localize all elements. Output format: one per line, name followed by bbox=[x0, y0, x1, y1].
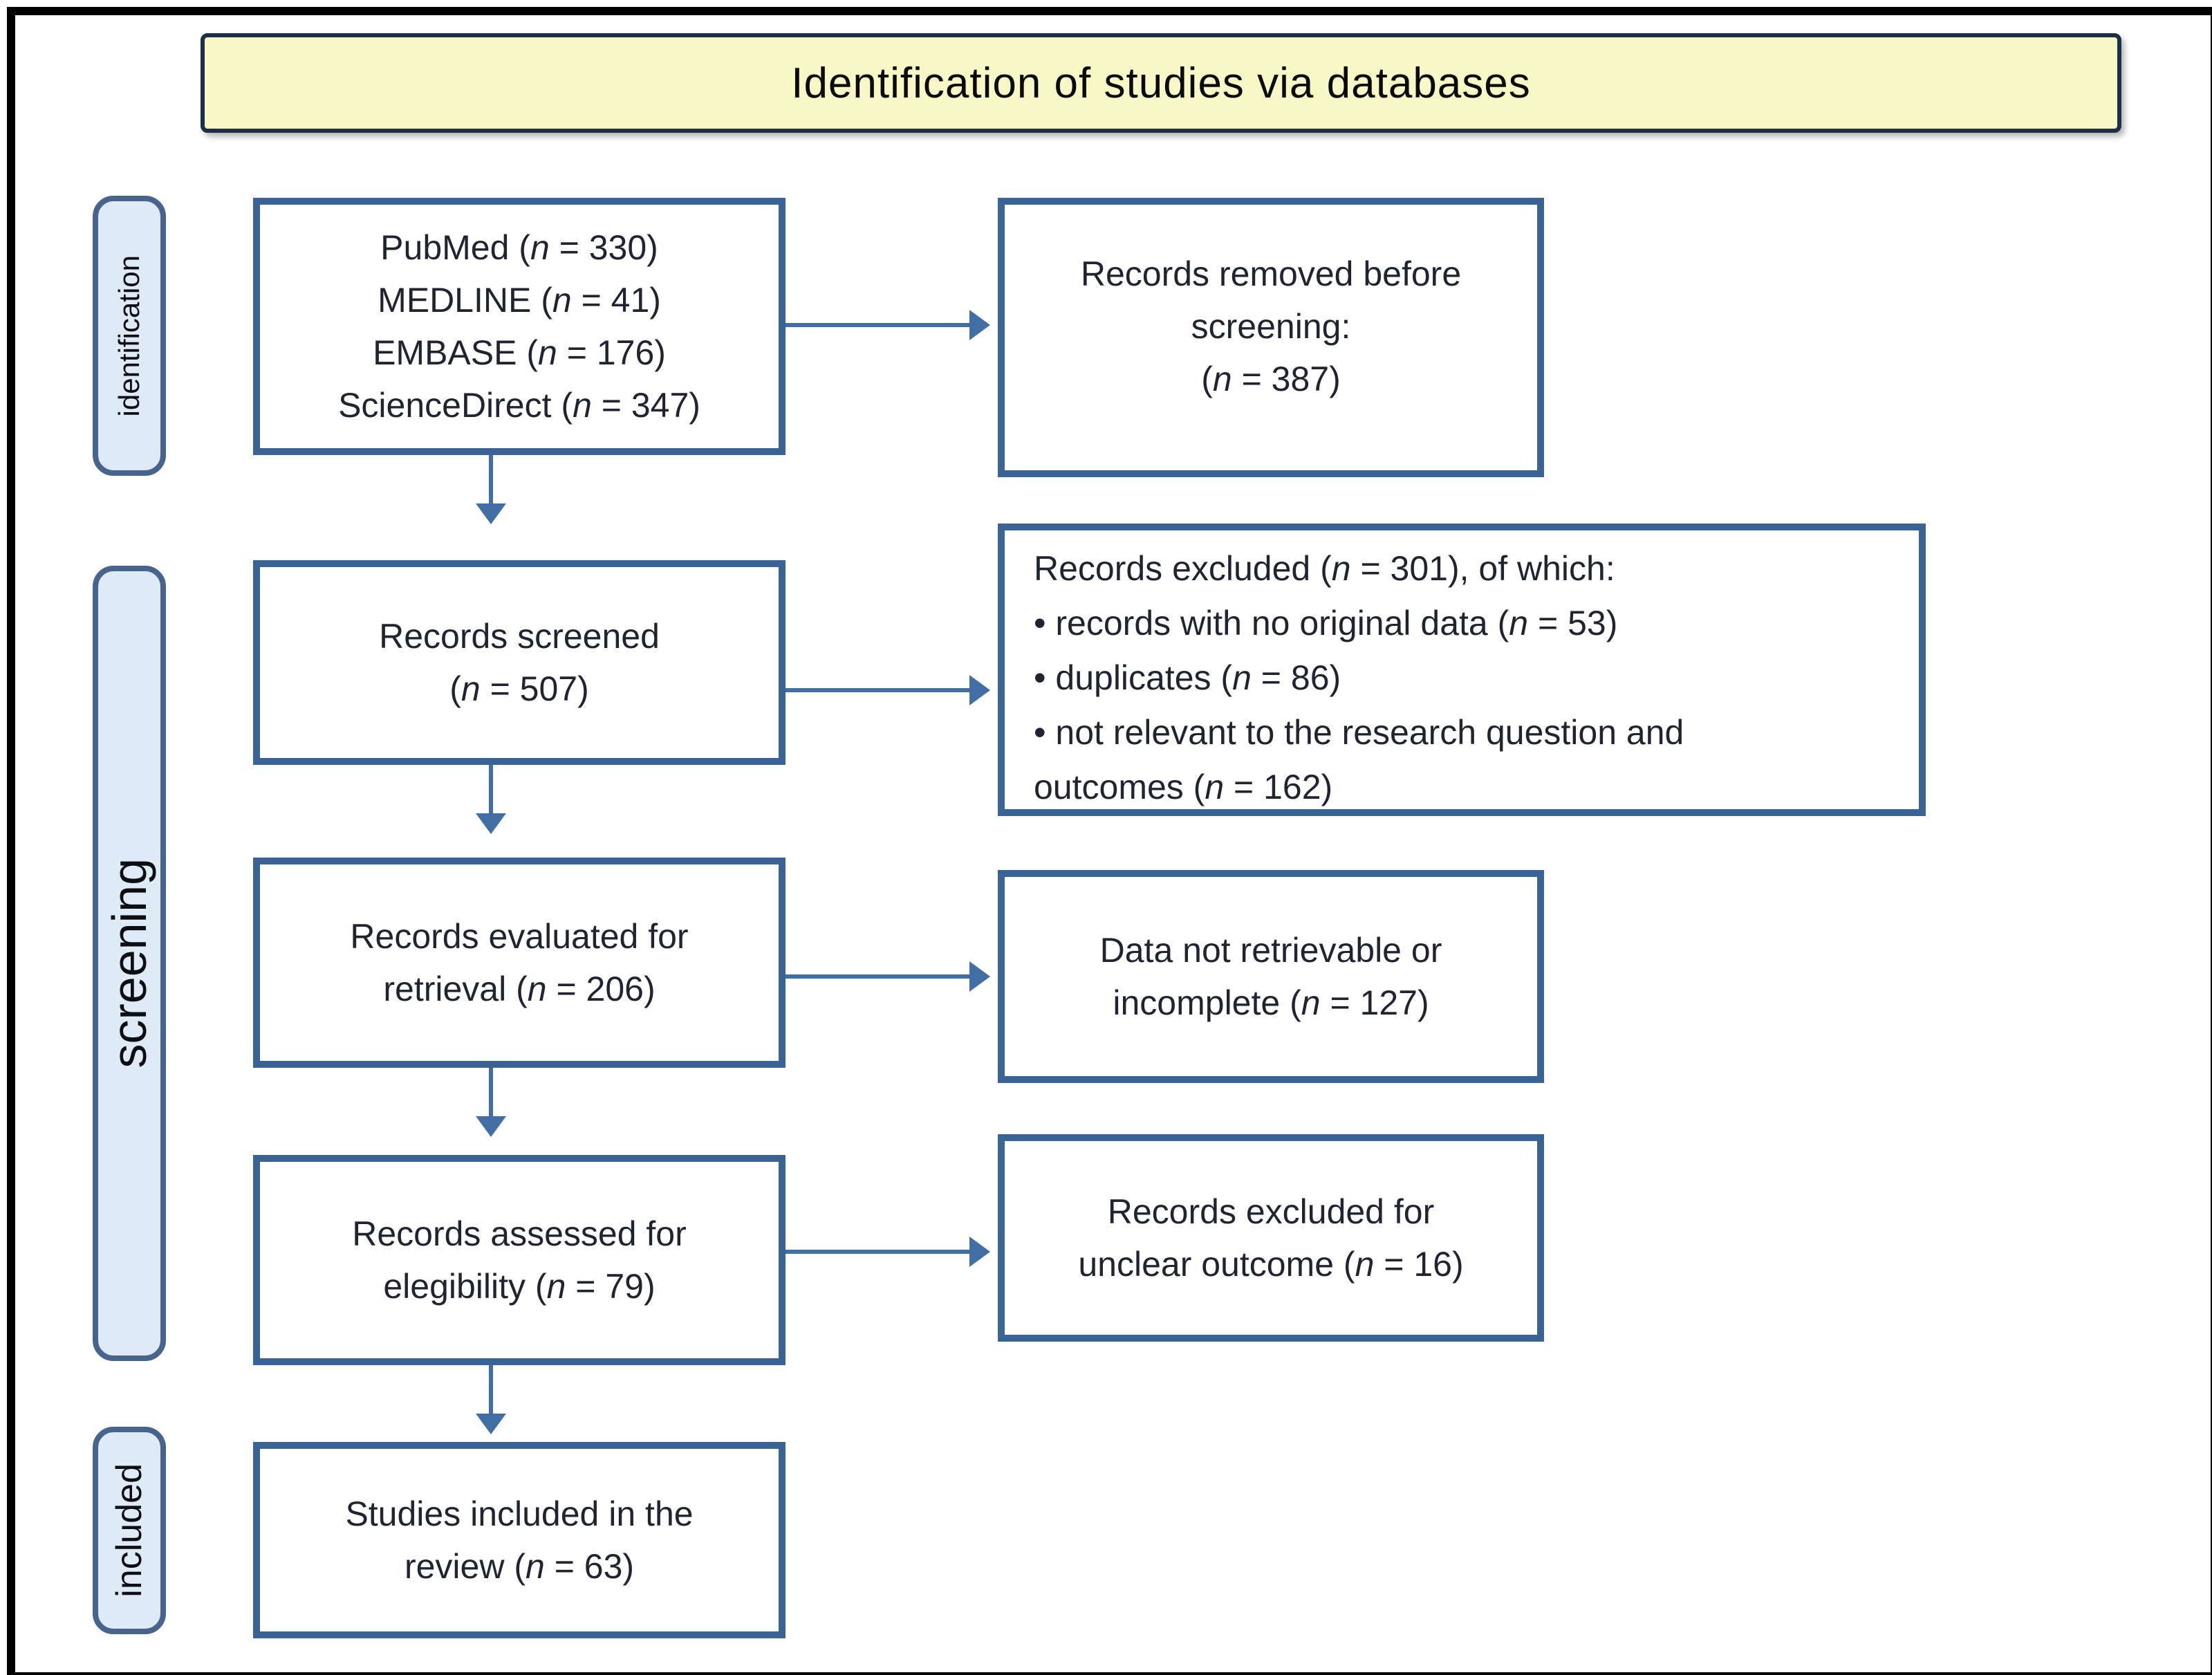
box-text-line: Records excluded for bbox=[1107, 1192, 1435, 1231]
right-arrow-icon bbox=[786, 310, 990, 340]
right-arrow-icon bbox=[786, 1237, 990, 1267]
flow-box-records-excluded: Records excluded (n = 301), of which: • r… bbox=[998, 524, 1926, 816]
box-text-line: MEDLINE (n = 41) bbox=[378, 281, 661, 320]
box-text-line: Records evaluated for bbox=[350, 917, 689, 956]
box-text-line: screening: bbox=[1191, 307, 1351, 346]
phase-rail-screening-label: screening bbox=[102, 858, 156, 1068]
phase-rail-screening: screening bbox=[93, 566, 166, 1361]
flow-box-records-evaluated-for-retrieval: Records evaluated for retrieval (n = 206) bbox=[253, 858, 786, 1068]
box-text-line: Records removed before bbox=[1080, 255, 1462, 293]
box-text-line: Records excluded (n = 301), of which: bbox=[1034, 549, 1615, 588]
box-text-line: PubMed (n = 330) bbox=[380, 228, 658, 267]
flow-box-records-excluded-unclear-outcome: Records excluded for unclear outcome (n =… bbox=[998, 1134, 1544, 1342]
box-text-line: unclear outcome (n = 16) bbox=[1078, 1245, 1464, 1284]
right-arrow-icon bbox=[786, 675, 990, 705]
box-text-line: • not relevant to the research question … bbox=[1034, 713, 1684, 752]
box-text-line: incomplete (n = 127) bbox=[1113, 983, 1429, 1022]
flow-box-records-screened: Records screened (n = 507) bbox=[253, 560, 786, 765]
flow-box-records-removed-before-screening: Records removed before screening: (n = 387… bbox=[998, 198, 1544, 477]
box-text-line: (n = 507) bbox=[449, 669, 589, 708]
phase-rail-included: included bbox=[93, 1427, 166, 1634]
down-arrow-icon bbox=[476, 455, 506, 524]
diagram-title: Identification of studies via databases bbox=[791, 59, 1531, 107]
phase-rail-included-label: included bbox=[109, 1463, 149, 1598]
box-text-line: Studies included in the bbox=[345, 1494, 694, 1533]
flow-box-database-records: PubMed (n = 330) MEDLINE (n = 41) EMBASE (… bbox=[253, 198, 786, 455]
box-text-line: retrieval (n = 206) bbox=[383, 970, 656, 1008]
box-text-line: ScienceDirect (n = 347) bbox=[338, 386, 700, 425]
down-arrow-icon bbox=[476, 1365, 506, 1434]
box-text-line: Records assessed for bbox=[352, 1214, 687, 1253]
box-text-line: • duplicates (n = 86) bbox=[1034, 658, 1341, 697]
flow-box-data-not-retrievable: Data not retrievable or incomplete (n = 1… bbox=[998, 870, 1544, 1083]
box-text-line: EMBASE (n = 176) bbox=[373, 333, 666, 372]
box-text-line: Records screened bbox=[379, 617, 660, 656]
phase-rail-identification-label: identification bbox=[113, 255, 145, 417]
box-text-line: (n = 387) bbox=[1201, 360, 1341, 398]
box-text-line: outcomes (n = 162) bbox=[1034, 768, 1333, 806]
phase-rail-identification: identification bbox=[93, 196, 166, 476]
figure-outer-border bbox=[7, 7, 2212, 1675]
title-banner: Identification of studies via databases bbox=[201, 33, 2121, 133]
box-text-line: Data not retrievable or bbox=[1099, 931, 1442, 970]
box-text-line: review (n = 63) bbox=[404, 1547, 635, 1586]
box-text-line: elegibility (n = 79) bbox=[383, 1267, 656, 1306]
box-text-line: • records with no original data (n = 53) bbox=[1034, 604, 1618, 642]
down-arrow-icon bbox=[476, 1068, 506, 1137]
flow-box-records-assessed-for-eligibility: Records assessed for elegibility (n = 79) bbox=[253, 1155, 786, 1365]
flow-box-studies-included-in-review: Studies included in the review (n = 63) bbox=[253, 1442, 786, 1638]
down-arrow-icon bbox=[476, 765, 506, 834]
right-arrow-icon bbox=[786, 961, 990, 992]
